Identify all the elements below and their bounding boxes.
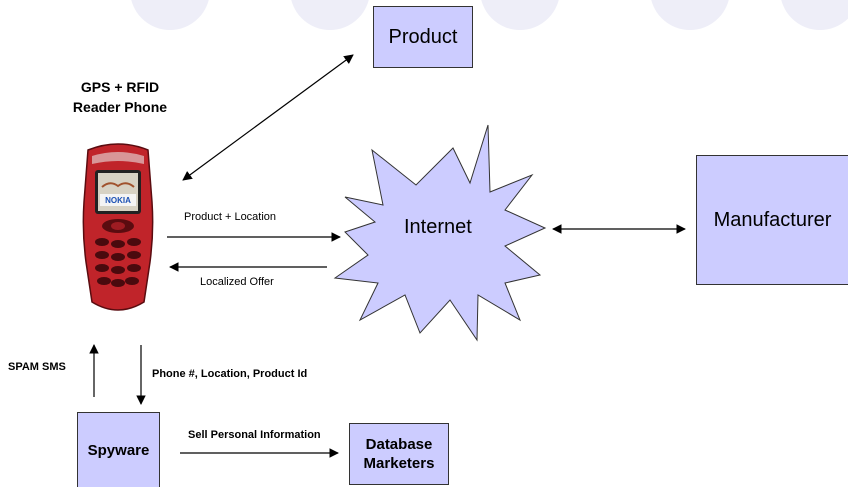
phone-title: GPS + RFID Reader Phone	[45, 77, 195, 117]
internet-label: Internet	[404, 216, 472, 238]
phone-title-line2: Reader Phone	[72, 99, 168, 115]
edge-label-sell-info: Sell Personal Information	[188, 429, 321, 441]
edge-label-phone-location-product: Phone #, Location, Product Id	[152, 368, 308, 380]
spyware-label: Spyware	[87, 441, 150, 459]
edge-label-product-location: Product + Location	[184, 211, 277, 223]
product-label: Product	[388, 25, 458, 48]
background-decoration	[131, 0, 848, 30]
edge-label-spam-sms: SPAM SMS	[8, 361, 66, 373]
db-label-line1: Database	[365, 436, 433, 453]
phone-screen-brand: NOKIA	[105, 196, 131, 205]
product-node: Product	[373, 6, 473, 68]
database-marketers-node: Database Marketers	[349, 423, 449, 485]
arrow-phone-product	[182, 54, 354, 181]
manufacturer-label: Manufacturer	[713, 208, 832, 231]
internet-cloud-shape	[333, 124, 547, 342]
manufacturer-node: Manufacturer	[696, 155, 848, 285]
phone-title-line1: GPS + RFID	[80, 79, 160, 95]
db-label-line2: Marketers	[363, 455, 435, 472]
edge-label-localized-offer: Localized Offer	[200, 276, 274, 288]
phone-image: NOKIA	[82, 143, 154, 311]
spyware-node: Spyware	[77, 412, 160, 487]
